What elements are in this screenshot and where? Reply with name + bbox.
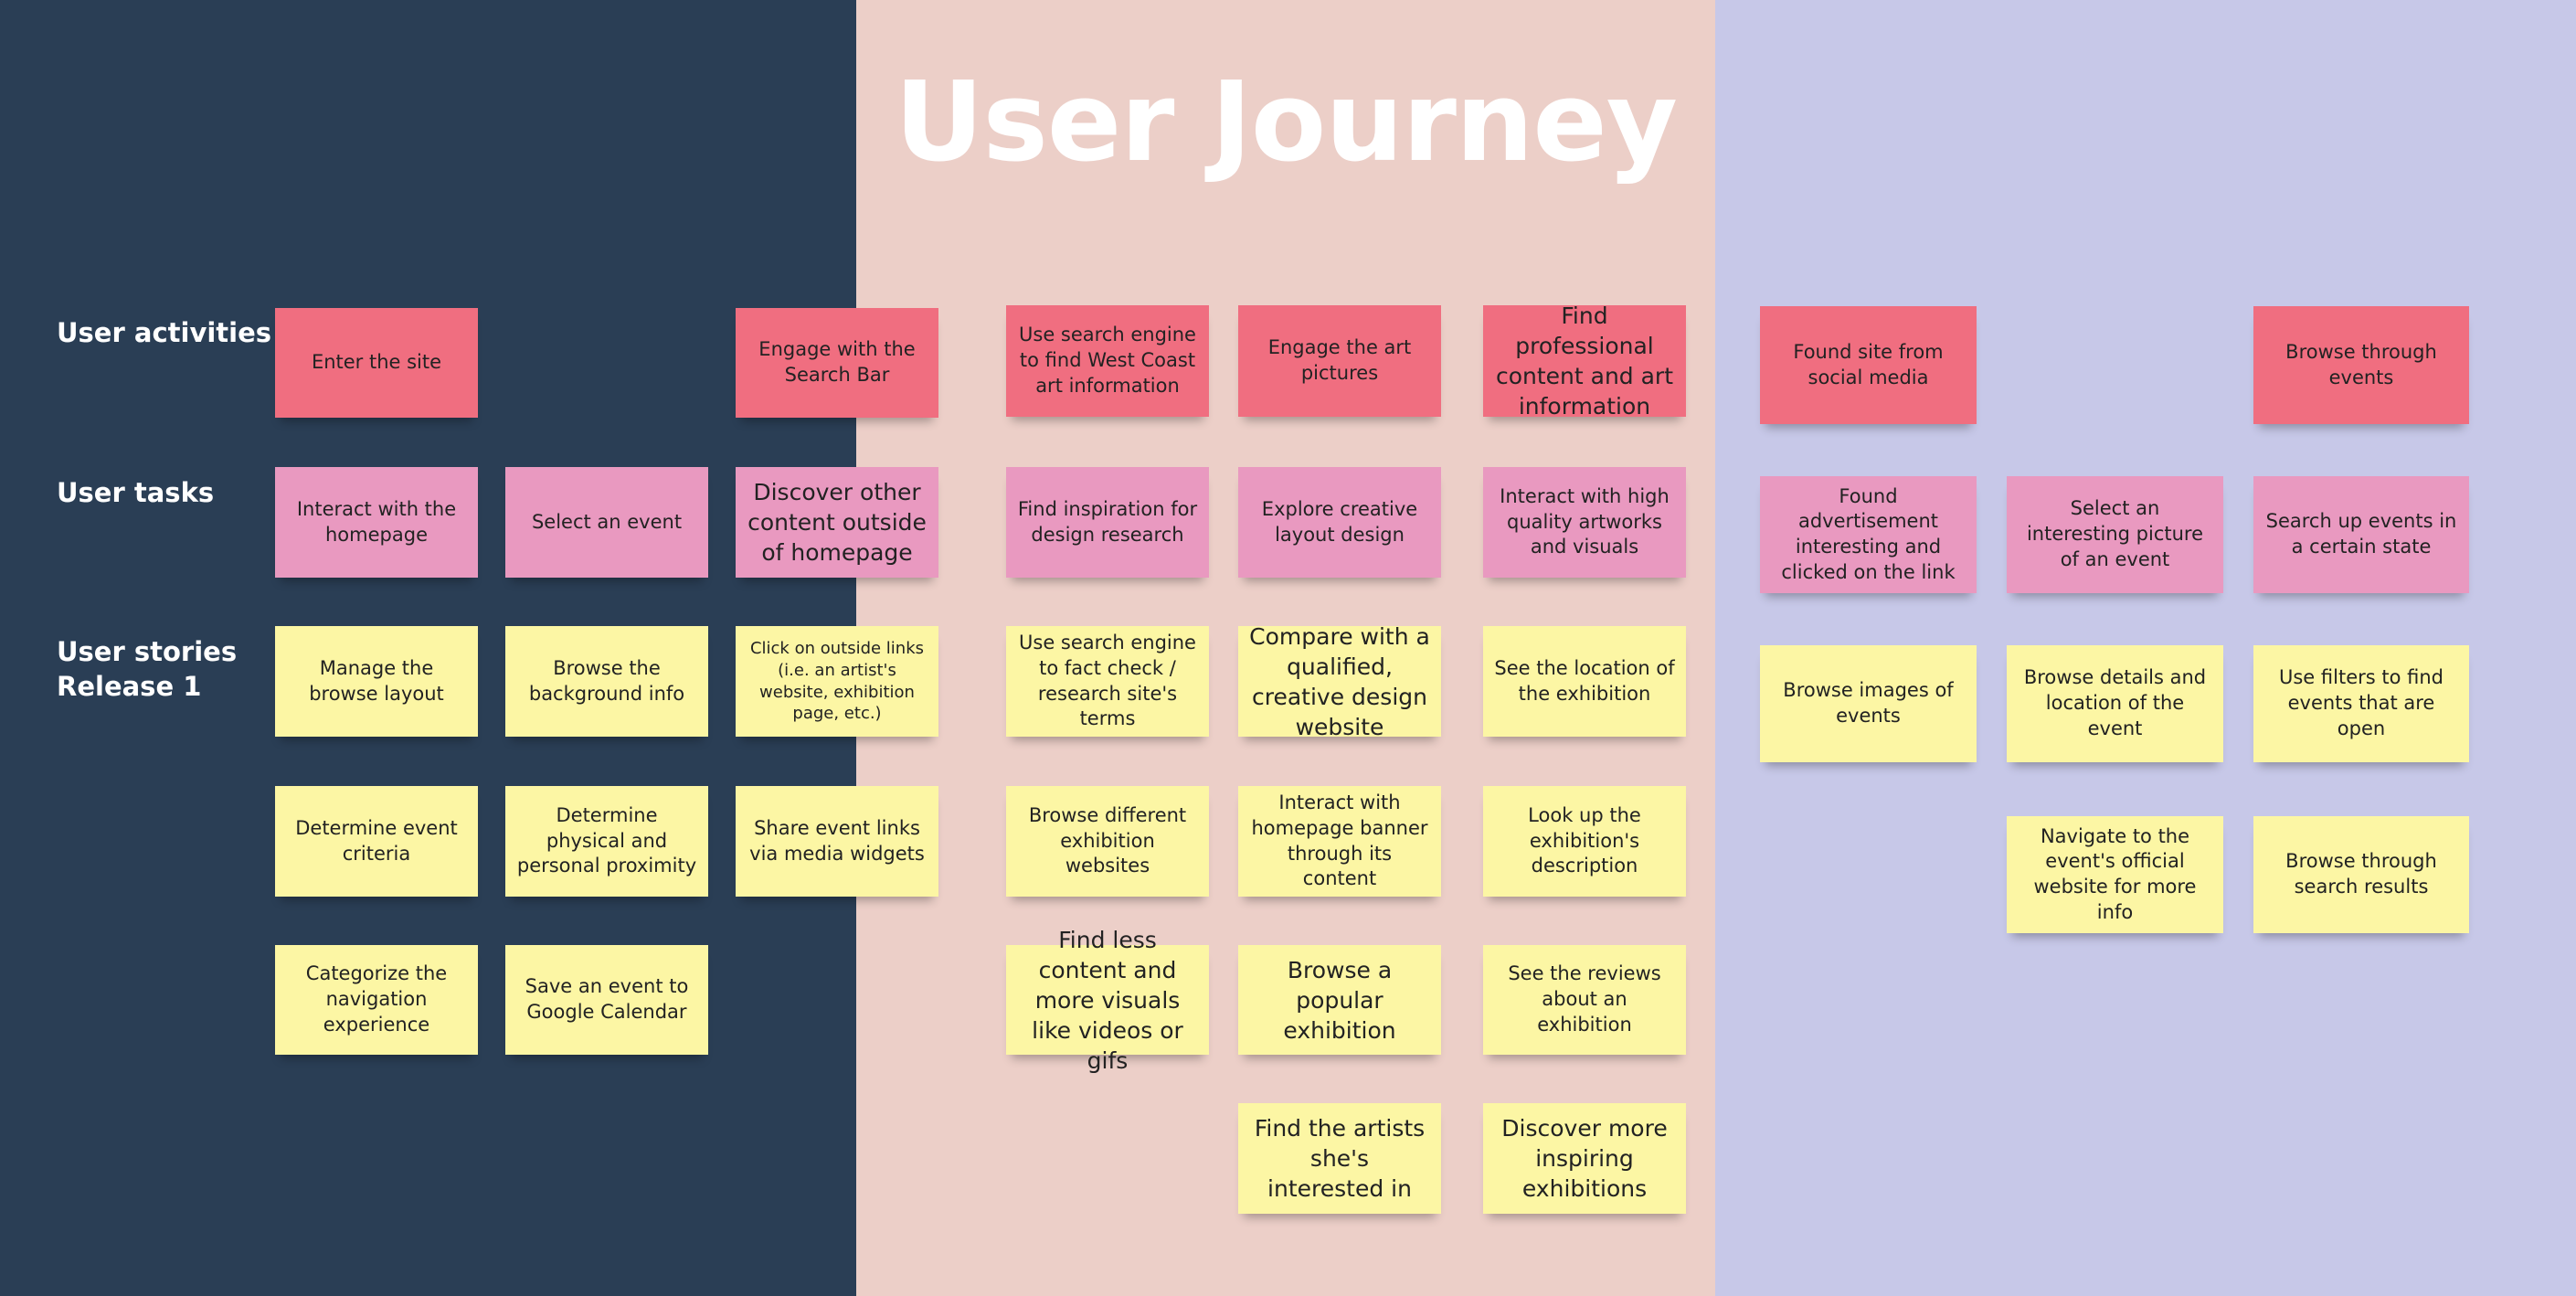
story-note[interactable]: Use filters to find events that are open [2253, 645, 2469, 762]
story-note[interactable]: Browse images of events [1760, 645, 1977, 762]
story-note[interactable]: Navigate to the event's official website… [2007, 816, 2223, 933]
activity-note[interactable]: Browse through events [2253, 306, 2469, 424]
activity-note[interactable]: Engage with the Search Bar [736, 308, 938, 418]
story-note[interactable]: Browse through search results [2253, 816, 2469, 933]
activity-note[interactable]: Use search engine to find West Coast art… [1006, 305, 1209, 417]
task-note[interactable]: Select an interesting picture of an even… [2007, 476, 2223, 593]
story-note[interactable]: Interact with homepage banner through it… [1238, 786, 1441, 897]
story-note[interactable]: Use search engine to fact check / resear… [1006, 626, 1209, 737]
activity-note[interactable]: Enter the site [275, 308, 478, 418]
story-note[interactable]: Click on outside links (i.e. an artist's… [736, 626, 938, 737]
story-note[interactable]: Browse the background info [505, 626, 708, 737]
task-note[interactable]: Found advertisement interesting and clic… [1760, 476, 1977, 593]
story-note[interactable]: Find less content and more visuals like … [1006, 927, 1209, 1074]
story-note[interactable]: See the location of the exhibition [1483, 626, 1686, 737]
story-note[interactable]: Determine physical and personal proximit… [505, 786, 708, 897]
story-note[interactable]: Browse a popular exhibition [1238, 945, 1441, 1055]
activity-note[interactable]: Find professional content and art inform… [1483, 303, 1686, 420]
story-note[interactable]: Discover more inspiring exhibitions [1483, 1103, 1686, 1214]
story-note[interactable]: Save an event to Google Calendar [505, 945, 708, 1055]
row-label-tasks: User tasks [57, 477, 215, 508]
task-note[interactable]: Find inspiration for design research [1006, 467, 1209, 578]
story-note[interactable]: Browse different exhibition websites [1006, 786, 1209, 897]
story-note[interactable]: Compare with a qualified, creative desig… [1238, 623, 1441, 740]
story-note[interactable]: Look up the exhibition's description [1483, 786, 1686, 897]
task-note[interactable]: Explore creative layout design [1238, 467, 1441, 578]
story-note[interactable]: Determine event criteria [275, 786, 478, 897]
story-note[interactable]: Categorize the navigation experience [275, 945, 478, 1055]
story-note[interactable]: Browse details and location of the event [2007, 645, 2223, 762]
task-note[interactable]: Interact with the homepage [275, 467, 478, 578]
activity-note[interactable]: Engage the art pictures [1238, 305, 1441, 417]
board-title: User Journey [895, 59, 1678, 186]
row-label-stories: User stories Release 1 [57, 636, 238, 702]
activity-note[interactable]: Found site from social media [1760, 306, 1977, 424]
row-label-activities: User activities [57, 317, 272, 348]
story-note[interactable]: Share event links via media widgets [736, 786, 938, 897]
task-note[interactable]: Search up events in a certain state [2253, 476, 2469, 593]
task-note[interactable]: Interact with high quality artworks and … [1483, 467, 1686, 578]
task-note[interactable]: Select an event [505, 467, 708, 578]
task-note[interactable]: Discover other content outside of homepa… [736, 467, 938, 578]
story-note[interactable]: Find the artists she's interested in [1238, 1103, 1441, 1214]
story-note[interactable]: See the reviews about an exhibition [1483, 945, 1686, 1055]
story-note[interactable]: Manage the browse layout [275, 626, 478, 737]
